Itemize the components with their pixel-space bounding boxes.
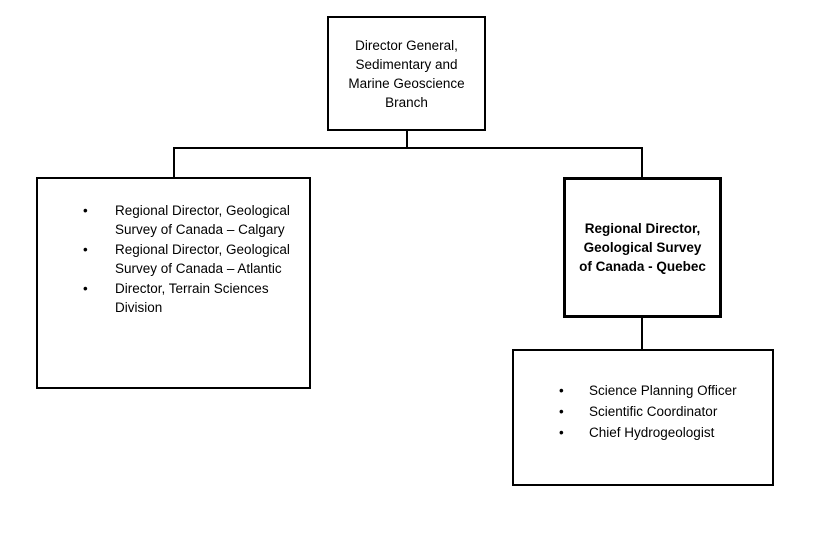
list-item-label: Regional Director, Geological Survey of … bbox=[115, 203, 290, 237]
regional-director-quebec-box: Regional Director, Geological Survey of … bbox=[563, 177, 722, 318]
bullet: • bbox=[559, 404, 564, 419]
list-item: • Regional Director, Geological Survey o… bbox=[38, 240, 309, 278]
left-directors-box: • Regional Director, Geological Survey o… bbox=[36, 177, 311, 389]
connector-quebec-vertical bbox=[641, 318, 643, 350]
list-item-label: Regional Director, Geological Survey of … bbox=[115, 242, 290, 276]
list-item-label: Science Planning Officer bbox=[589, 383, 737, 398]
director-general-label: Director General, Sedimentary and Marine… bbox=[348, 37, 465, 110]
list-item-label: Director, Terrain Sciences Division bbox=[115, 281, 269, 315]
list-item: • Director, Terrain Sciences Division bbox=[38, 279, 309, 317]
list-item-label: Chief Hydrogeologist bbox=[589, 425, 715, 440]
regional-director-quebec-label: Regional Director, Geological Survey of … bbox=[579, 221, 706, 274]
quebec-staff-list: • Science Planning Officer • Scientific … bbox=[514, 381, 772, 442]
quebec-staff-box: • Science Planning Officer • Scientific … bbox=[512, 349, 774, 486]
left-directors-list: • Regional Director, Geological Survey o… bbox=[38, 201, 309, 317]
director-general-box: Director General, Sedimentary and Marine… bbox=[327, 16, 486, 131]
list-item: • Scientific Coordinator bbox=[514, 402, 772, 421]
connector-top-vertical bbox=[406, 131, 408, 148]
list-item: • Science Planning Officer bbox=[514, 381, 772, 400]
bullet: • bbox=[83, 242, 88, 257]
bullet: • bbox=[559, 425, 564, 440]
list-item: • Chief Hydrogeologist bbox=[514, 423, 772, 442]
bullet: • bbox=[83, 281, 88, 296]
list-item: • Regional Director, Geological Survey o… bbox=[38, 201, 309, 239]
bullet: • bbox=[559, 383, 564, 398]
connector-right-vertical bbox=[641, 147, 643, 178]
list-item-label: Scientific Coordinator bbox=[589, 404, 718, 419]
connector-left-vertical bbox=[173, 147, 175, 178]
bullet: • bbox=[83, 203, 88, 218]
connector-horizontal bbox=[173, 147, 643, 149]
